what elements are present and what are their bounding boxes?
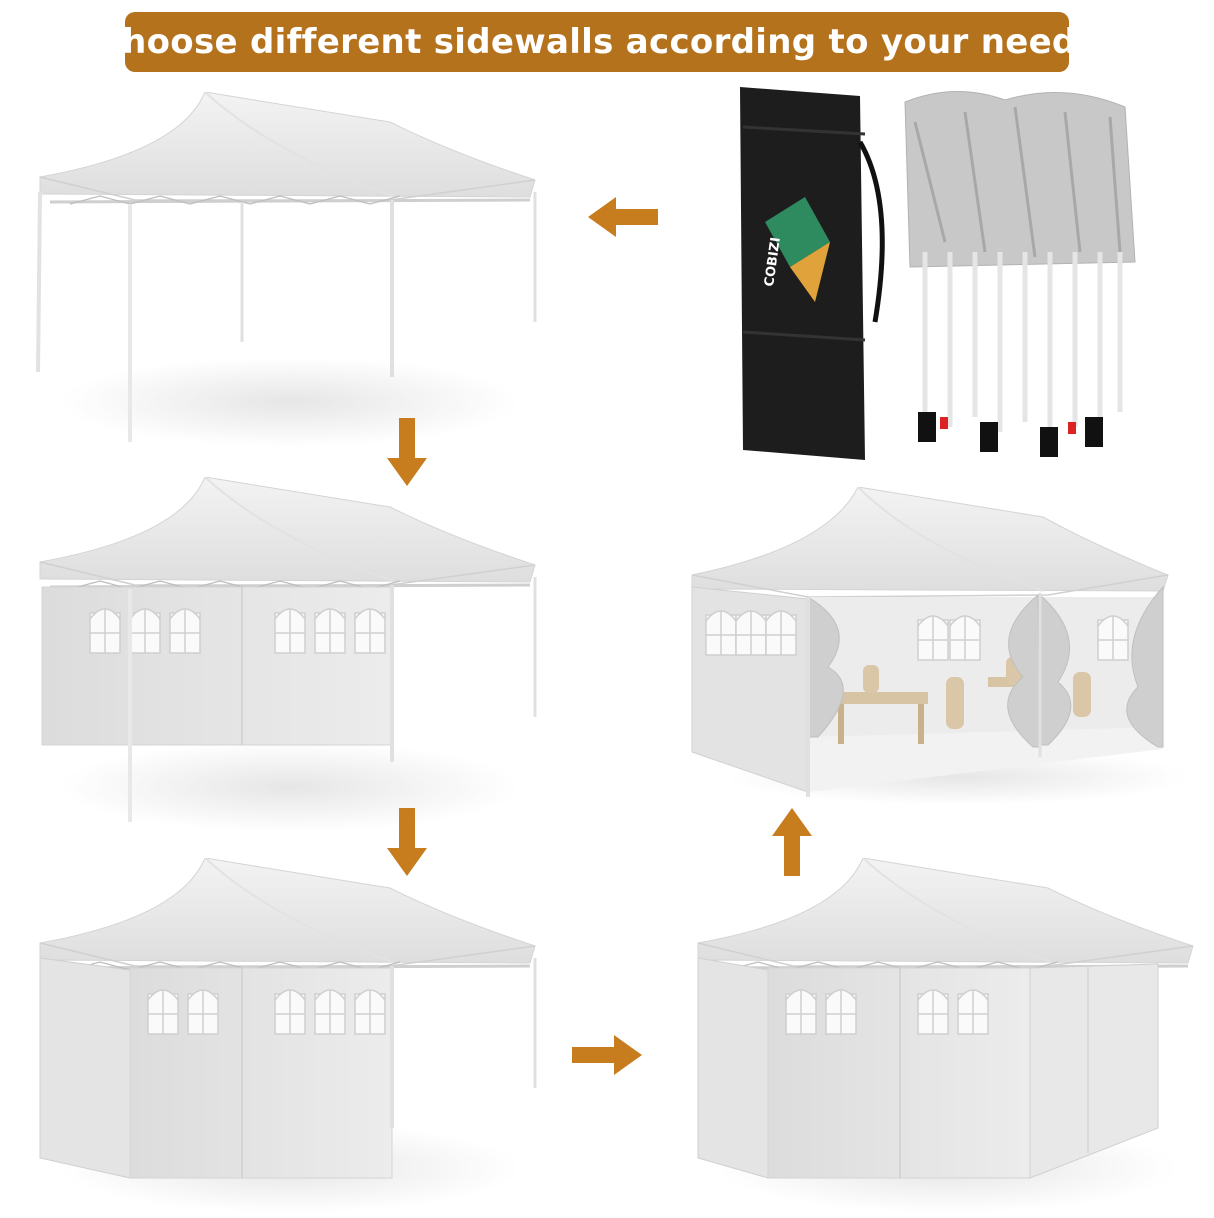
arrow-up-icon: [772, 808, 812, 876]
arrow-right-icon: [572, 1035, 642, 1075]
canopy-no-walls: [30, 92, 550, 452]
canopy-open-doors-party: [688, 487, 1208, 807]
canopy-three-walls: [30, 858, 550, 1218]
folded-frame-icon: [904, 90, 1136, 457]
svg-text:COBIZI: COBIZI: [762, 236, 784, 287]
carry-bag-icon: COBIZI: [740, 87, 885, 460]
canopy-four-walls: [688, 858, 1208, 1218]
title-banner: Choose different sidewalls according to …: [97, 12, 1097, 72]
arrow-down-icon: [387, 418, 427, 486]
arrow-down-icon: [387, 808, 427, 876]
canopy-one-window-wall: [30, 477, 550, 837]
arrow-left-icon: [588, 197, 658, 237]
title-banner-text: Choose different sidewalls according to …: [96, 22, 1098, 62]
packed-bag-and-frame: COBIZI: [735, 82, 1175, 472]
